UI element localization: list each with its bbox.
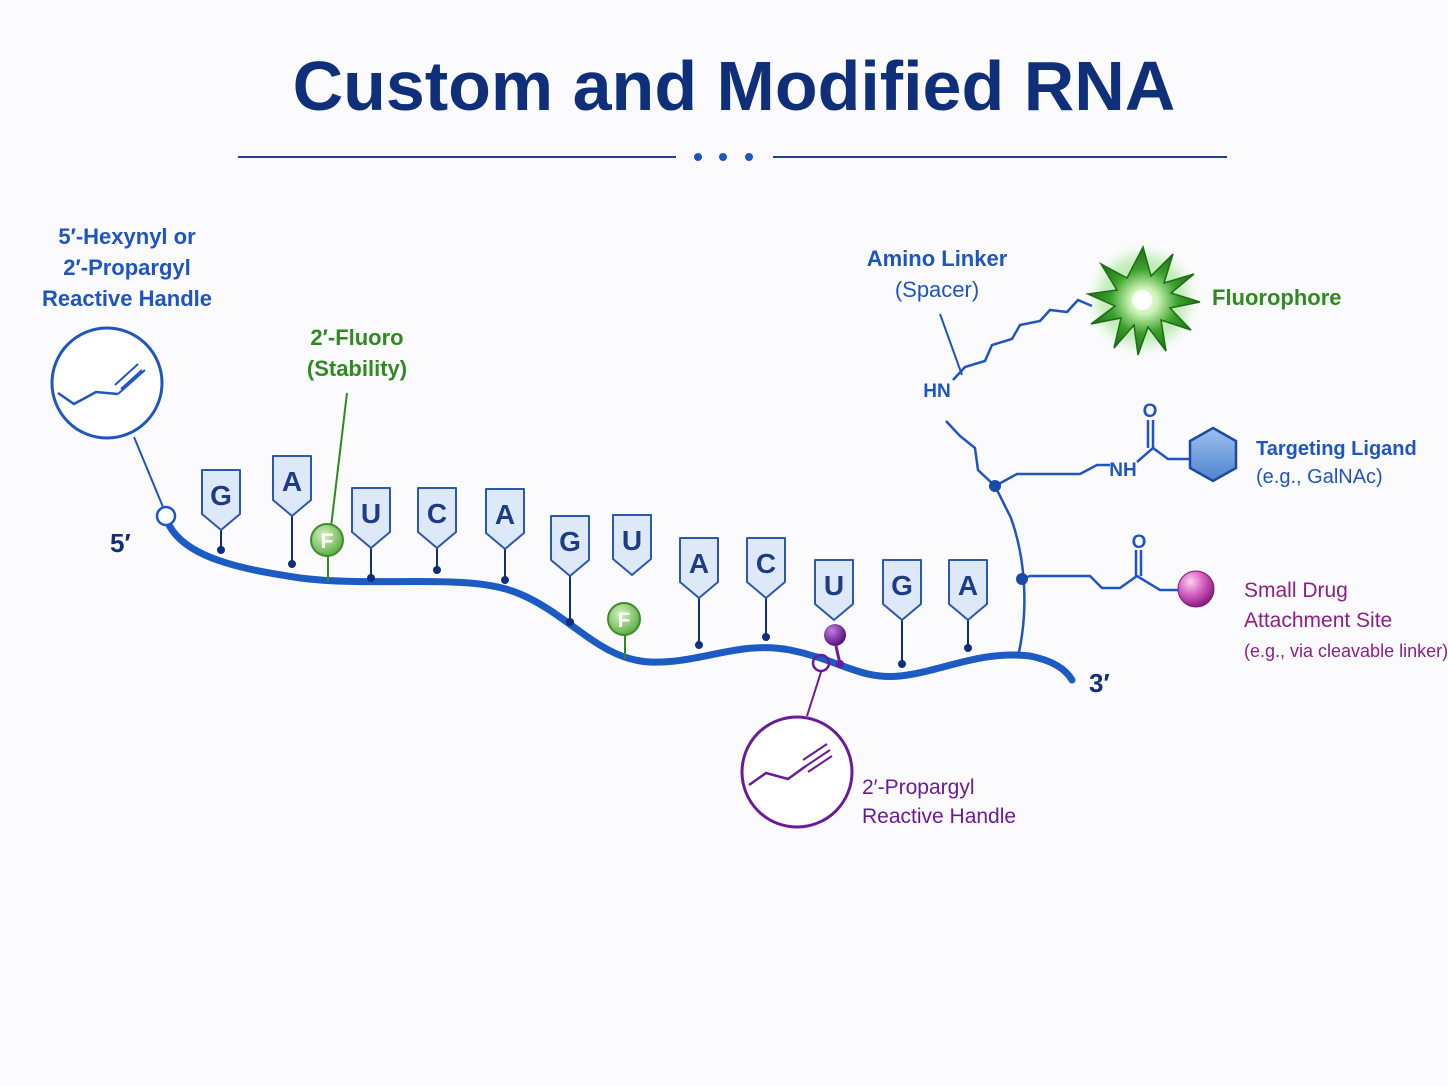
nucleotide-4: A (485, 488, 525, 584)
five-handle-line-3: Reactive Handle (42, 286, 212, 311)
nucleotide-7: A (679, 537, 719, 649)
drug-line-3: (e.g., via cleavable linker) (1244, 641, 1448, 661)
targeting-line-2: (e.g., GalNAc) (1256, 466, 1383, 488)
nh-label: NH (1109, 460, 1136, 481)
propargyl-line-1: 2′-Propargyl (862, 776, 975, 799)
nucleotide-letter: A (282, 466, 302, 497)
nucleotide-letter: U (622, 525, 642, 556)
nucleotide-letter: A (495, 499, 515, 530)
nucleotide-6: U (612, 514, 652, 576)
nucleotide-11: A (948, 559, 988, 652)
nucleotide-pill (351, 487, 391, 549)
nucleotide-letter: U (361, 498, 381, 529)
title-divider (238, 153, 1227, 161)
nucleotide-pill (679, 537, 719, 599)
nucleotide-3: C (417, 487, 457, 574)
drug-line-1: Small Drug (1244, 579, 1348, 602)
propargyl-handle-icon (740, 671, 854, 829)
base-anchor (433, 566, 441, 574)
nucleotide-pill (814, 559, 854, 621)
fluoro-marker-text: F (618, 609, 631, 632)
nucleotide-pill (485, 488, 525, 550)
fluoro-line-2: (Stability) (307, 356, 407, 381)
amino-line-2: (Spacer) (895, 277, 979, 302)
propargyl-line-2: Reactive Handle (862, 805, 1016, 828)
nucleotide-pill (746, 537, 786, 599)
base-anchor (964, 644, 972, 652)
base-anchor (288, 560, 296, 568)
targeting-ligand-label: Targeting Ligand (e.g., GalNAc) (1256, 438, 1417, 488)
amino-line-1: Amino Linker (867, 246, 1008, 271)
base-anchor (898, 660, 906, 668)
nucleotide-5: G (550, 515, 590, 626)
nucleotide-pill (948, 559, 988, 621)
carbonyl-oxygen-label: O (1143, 401, 1158, 422)
nucleotide-8: C (746, 537, 786, 641)
nucleotide-letter: G (559, 526, 581, 557)
base-anchor (367, 574, 375, 582)
nucleotide-sequence: G A U C A G U A C U G A (201, 455, 988, 668)
three-prime-label: 3′ (1089, 668, 1110, 698)
nucleotide-pill (272, 455, 312, 517)
fluorophore-label: Fluorophore (1212, 285, 1342, 310)
base-anchor (566, 618, 574, 626)
page-title: Custom and Modified RNA (293, 47, 1176, 125)
nucleotide-10: G (882, 559, 922, 668)
nucleotide-letter: A (689, 548, 709, 579)
base-anchor (695, 641, 703, 649)
conjugate-linker (945, 298, 1190, 653)
hn-label: HN (923, 381, 950, 402)
fluorophore-starburst-icon (1085, 244, 1201, 356)
nucleotide-pill (882, 559, 922, 621)
nucleotide-pill (201, 469, 241, 531)
propargyl-label: 2′-Propargyl Reactive Handle (862, 776, 1016, 828)
carbonyl-oxygen-label: O (1132, 532, 1147, 553)
fluoro-line-1: 2′-Fluoro (310, 325, 403, 350)
fluoro-marker: F (310, 523, 344, 582)
targeting-line-1: Targeting Ligand (1256, 438, 1417, 460)
nucleotide-letter: C (427, 498, 447, 529)
five-prime-handle-label: 5′-Hexynyl or 2′-Propargyl Reactive Hand… (42, 224, 212, 311)
linker-node (1016, 573, 1028, 585)
nucleotide-pill (417, 487, 457, 549)
nucleotide-pill (612, 514, 652, 576)
base-anchor (501, 576, 509, 584)
nucleotide-letter: A (958, 570, 978, 601)
five-handle-line-1: 5′-Hexynyl or (58, 224, 196, 249)
alkyne-structure-icon (50, 326, 164, 508)
base-anchor (217, 546, 225, 554)
fluoro-marker: F (607, 602, 641, 658)
drug-site-label: Small Drug Attachment Site (e.g., via cl… (1244, 579, 1448, 661)
fluoro-pointer (330, 392, 348, 528)
nucleotide-letter: U (824, 570, 844, 601)
drug-sphere-icon (1177, 570, 1215, 608)
nucleotide-0: G (201, 469, 241, 554)
base-anchor (762, 633, 770, 641)
hexagon-ligand-icon (1188, 426, 1238, 483)
fluoro-label: 2′-Fluoro (Stability) (307, 325, 407, 381)
nucleotide-2: U (351, 487, 391, 582)
amino-linker-label: Amino Linker (Spacer) (867, 246, 1008, 302)
linker-node (989, 480, 1001, 492)
nucleotide-letter: C (756, 548, 776, 579)
nucleotide-letter: G (210, 480, 232, 511)
nucleotide-9: U (814, 559, 854, 621)
five-prime-terminus (155, 505, 177, 527)
nucleotide-letter: G (891, 570, 913, 601)
nucleotide-1: A (272, 455, 312, 568)
five-handle-line-2: 2′-Propargyl (63, 255, 191, 280)
nucleotide-pill (550, 515, 590, 577)
drug-line-2: Attachment Site (1244, 609, 1392, 632)
propargyl-modification-marker (811, 624, 846, 673)
five-prime-label: 5′ (110, 528, 131, 558)
amino-linker-pointer (939, 313, 963, 376)
fluoro-marker-text: F (321, 530, 334, 553)
rna-backbone (162, 514, 1076, 684)
